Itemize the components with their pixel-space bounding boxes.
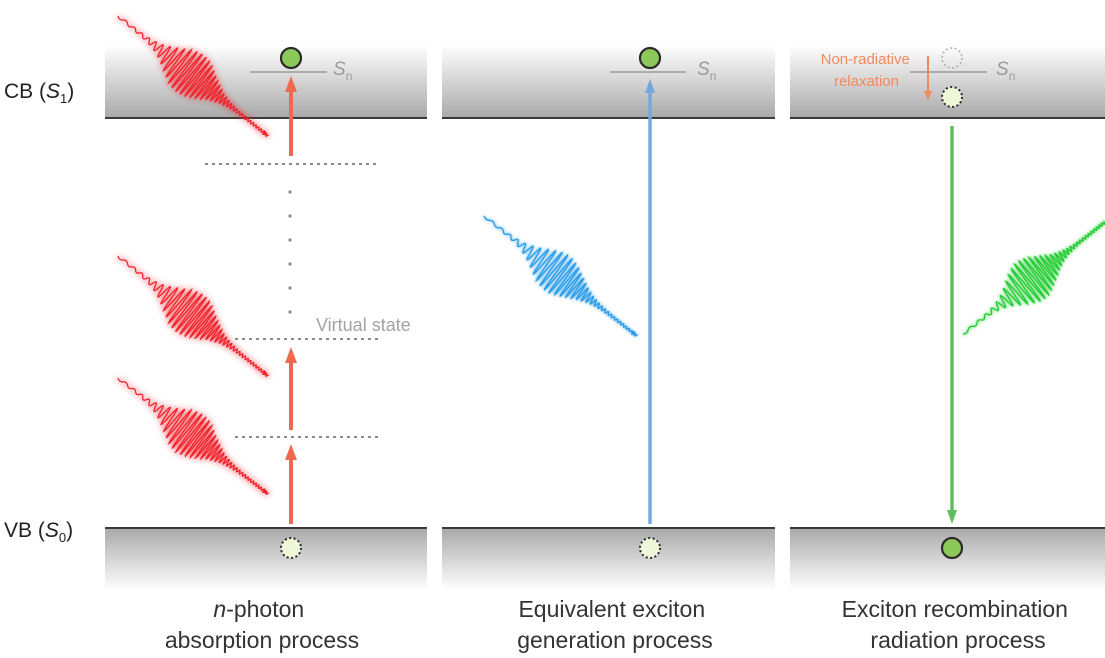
generation-arrowhead [645,79,655,93]
sn-label-panel-2: Sn [697,59,716,83]
photon-red-top-arrowhead [261,130,268,136]
vb-band-panel-3 [790,528,1105,590]
electron-sn-panel-2 [638,46,662,70]
photon-red-bottom-arrowhead [261,488,268,494]
virtual-state-label: Virtual state [316,315,411,335]
absorption-arrowhead-3 [285,76,297,92]
photon-red-middle-arrowhead [261,370,268,376]
band-edges [105,117,1105,529]
photon-red-middle [117,255,270,377]
absorption-arrowhead-2 [285,347,297,363]
ellipsis-dot [288,190,292,194]
ellipsis-dot [288,262,292,266]
photon-blue [483,215,639,337]
absorption-arrows [285,76,297,524]
ellipsis-dot [288,310,292,314]
sn-label-panel-3: Sn [996,59,1015,83]
recombination-arrowhead [947,510,957,524]
virtual-levels [205,163,378,438]
carriers [279,46,964,560]
vertical-ellipsis-dots [288,190,292,314]
electron-vb-panel-3 [940,536,964,560]
hole-panel-2 [639,537,661,559]
nonradiative-relaxation-label: Non-radiative relaxation [821,51,914,90]
vb-level-label: VB (S0) [4,519,73,545]
sn-label-panel-1: Sn [333,59,352,83]
photon-green [962,220,1105,335]
vb-band-panel-1 [105,528,427,590]
caption-panel-2: Equivalent exciton generation process [517,596,713,653]
ellipsis-dot [288,214,292,218]
photon-wave-packets [117,15,1105,495]
ellipsis-dot [288,238,292,242]
absorption-arrowhead-1 [285,444,297,460]
cb-band-panel-2 [442,45,775,118]
caption-panel-3: Exciton recombination radiation process [842,596,1075,653]
relaxed-electron [941,86,963,108]
photon-blue-arrowhead [630,330,637,336]
caption-panel-1: n-photon absorption process [165,596,359,653]
cb-band-panel-1 [105,45,427,118]
hole-panel-1 [280,537,302,559]
band-backgrounds [105,45,1105,590]
relaxed-electron-ghost [941,47,963,69]
vb-band-panel-2 [442,528,775,590]
ellipsis-dot [288,286,292,290]
cb-level-label: CB (S1) [4,80,74,106]
electron-sn-panel-1 [279,46,303,70]
photon-red-bottom [117,377,270,495]
relaxation-arrowhead [924,91,932,100]
photon-red-top [117,15,270,137]
